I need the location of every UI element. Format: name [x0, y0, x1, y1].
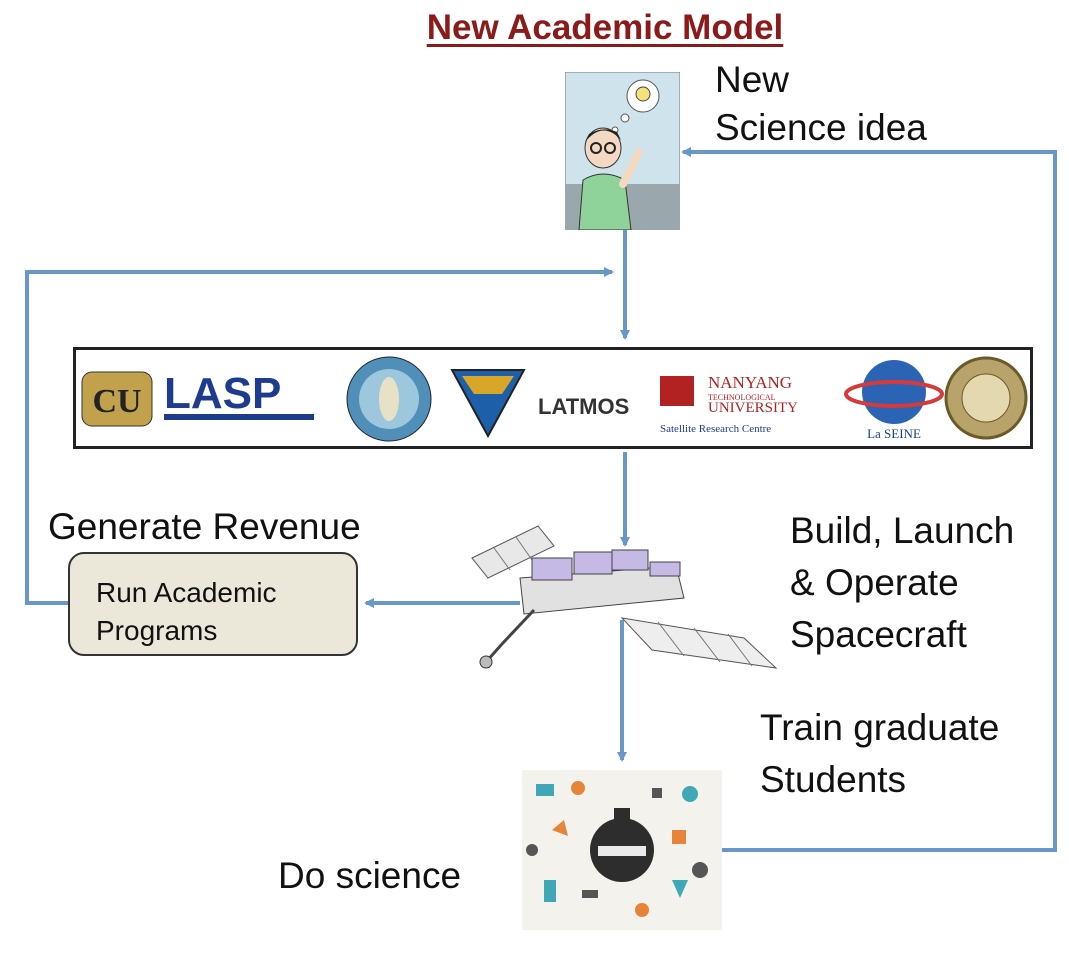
- svg-text:LASP: LASP: [164, 369, 281, 418]
- svg-text:UNIVERSITY: UNIVERSITY: [708, 400, 798, 416]
- svg-text:NANYANG: NANYANG: [708, 373, 792, 392]
- cu-logo: CU: [81, 371, 153, 427]
- svg-text:Satellite Research Centre: Satellite Research Centre: [660, 423, 771, 435]
- label-generate-revenue: Generate Revenue: [48, 506, 361, 547]
- run-academic-programs-box: Run Academic Programs: [68, 552, 358, 656]
- label-build-line3: Spacecraft: [790, 614, 967, 655]
- box-line1: Run Academic: [96, 577, 277, 608]
- science-icons-image: [522, 770, 722, 930]
- label-build-launch-operate: Build, Launch & Operate Spacecraft: [790, 505, 1014, 661]
- la-seine-logo: La SEINE: [844, 360, 944, 441]
- label-new-science-idea: New Science idea: [715, 56, 927, 152]
- label-new-science-idea-line1: New: [715, 59, 790, 100]
- label-train-line2: Students: [760, 759, 907, 800]
- institutions-logo-bar: CU LASP LATMOS NANYANG TECHNOLOGICAL UNI…: [73, 347, 1033, 449]
- university-seal-logo: [944, 356, 1028, 440]
- triangle-emblem-logo: [450, 369, 526, 439]
- label-new-science-idea-line2: Science idea: [715, 107, 927, 148]
- svg-text:TECHNOLOGICAL: TECHNOLOGICAL: [708, 393, 776, 402]
- latmos-logo: LATMOS: [538, 394, 629, 419]
- diagram-title: New Academic Model: [426, 8, 784, 47]
- label-train-line1: Train graduate: [760, 707, 1000, 748]
- label-build-line2: & Operate: [790, 562, 959, 603]
- svg-text:CU: CU: [92, 383, 141, 420]
- arrow-science-loop: [681, 147, 1057, 852]
- box-line2: Programs: [96, 615, 218, 646]
- arrow-revenue-loop: [25, 267, 614, 605]
- scientist-idea-image: [564, 71, 681, 231]
- svg-text:La SEINE: La SEINE: [867, 426, 921, 441]
- space-emblem-logo: [346, 356, 432, 442]
- spacecraft-image: [462, 522, 780, 688]
- label-train-graduate-students: Train graduate Students: [760, 702, 999, 806]
- label-build-line1: Build, Launch: [790, 510, 1015, 551]
- label-do-science: Do science: [278, 855, 462, 896]
- lasp-logo: LASP: [164, 369, 314, 420]
- nanyang-logo: NANYANG TECHNOLOGICAL UNIVERSITY Satelli…: [660, 373, 798, 435]
